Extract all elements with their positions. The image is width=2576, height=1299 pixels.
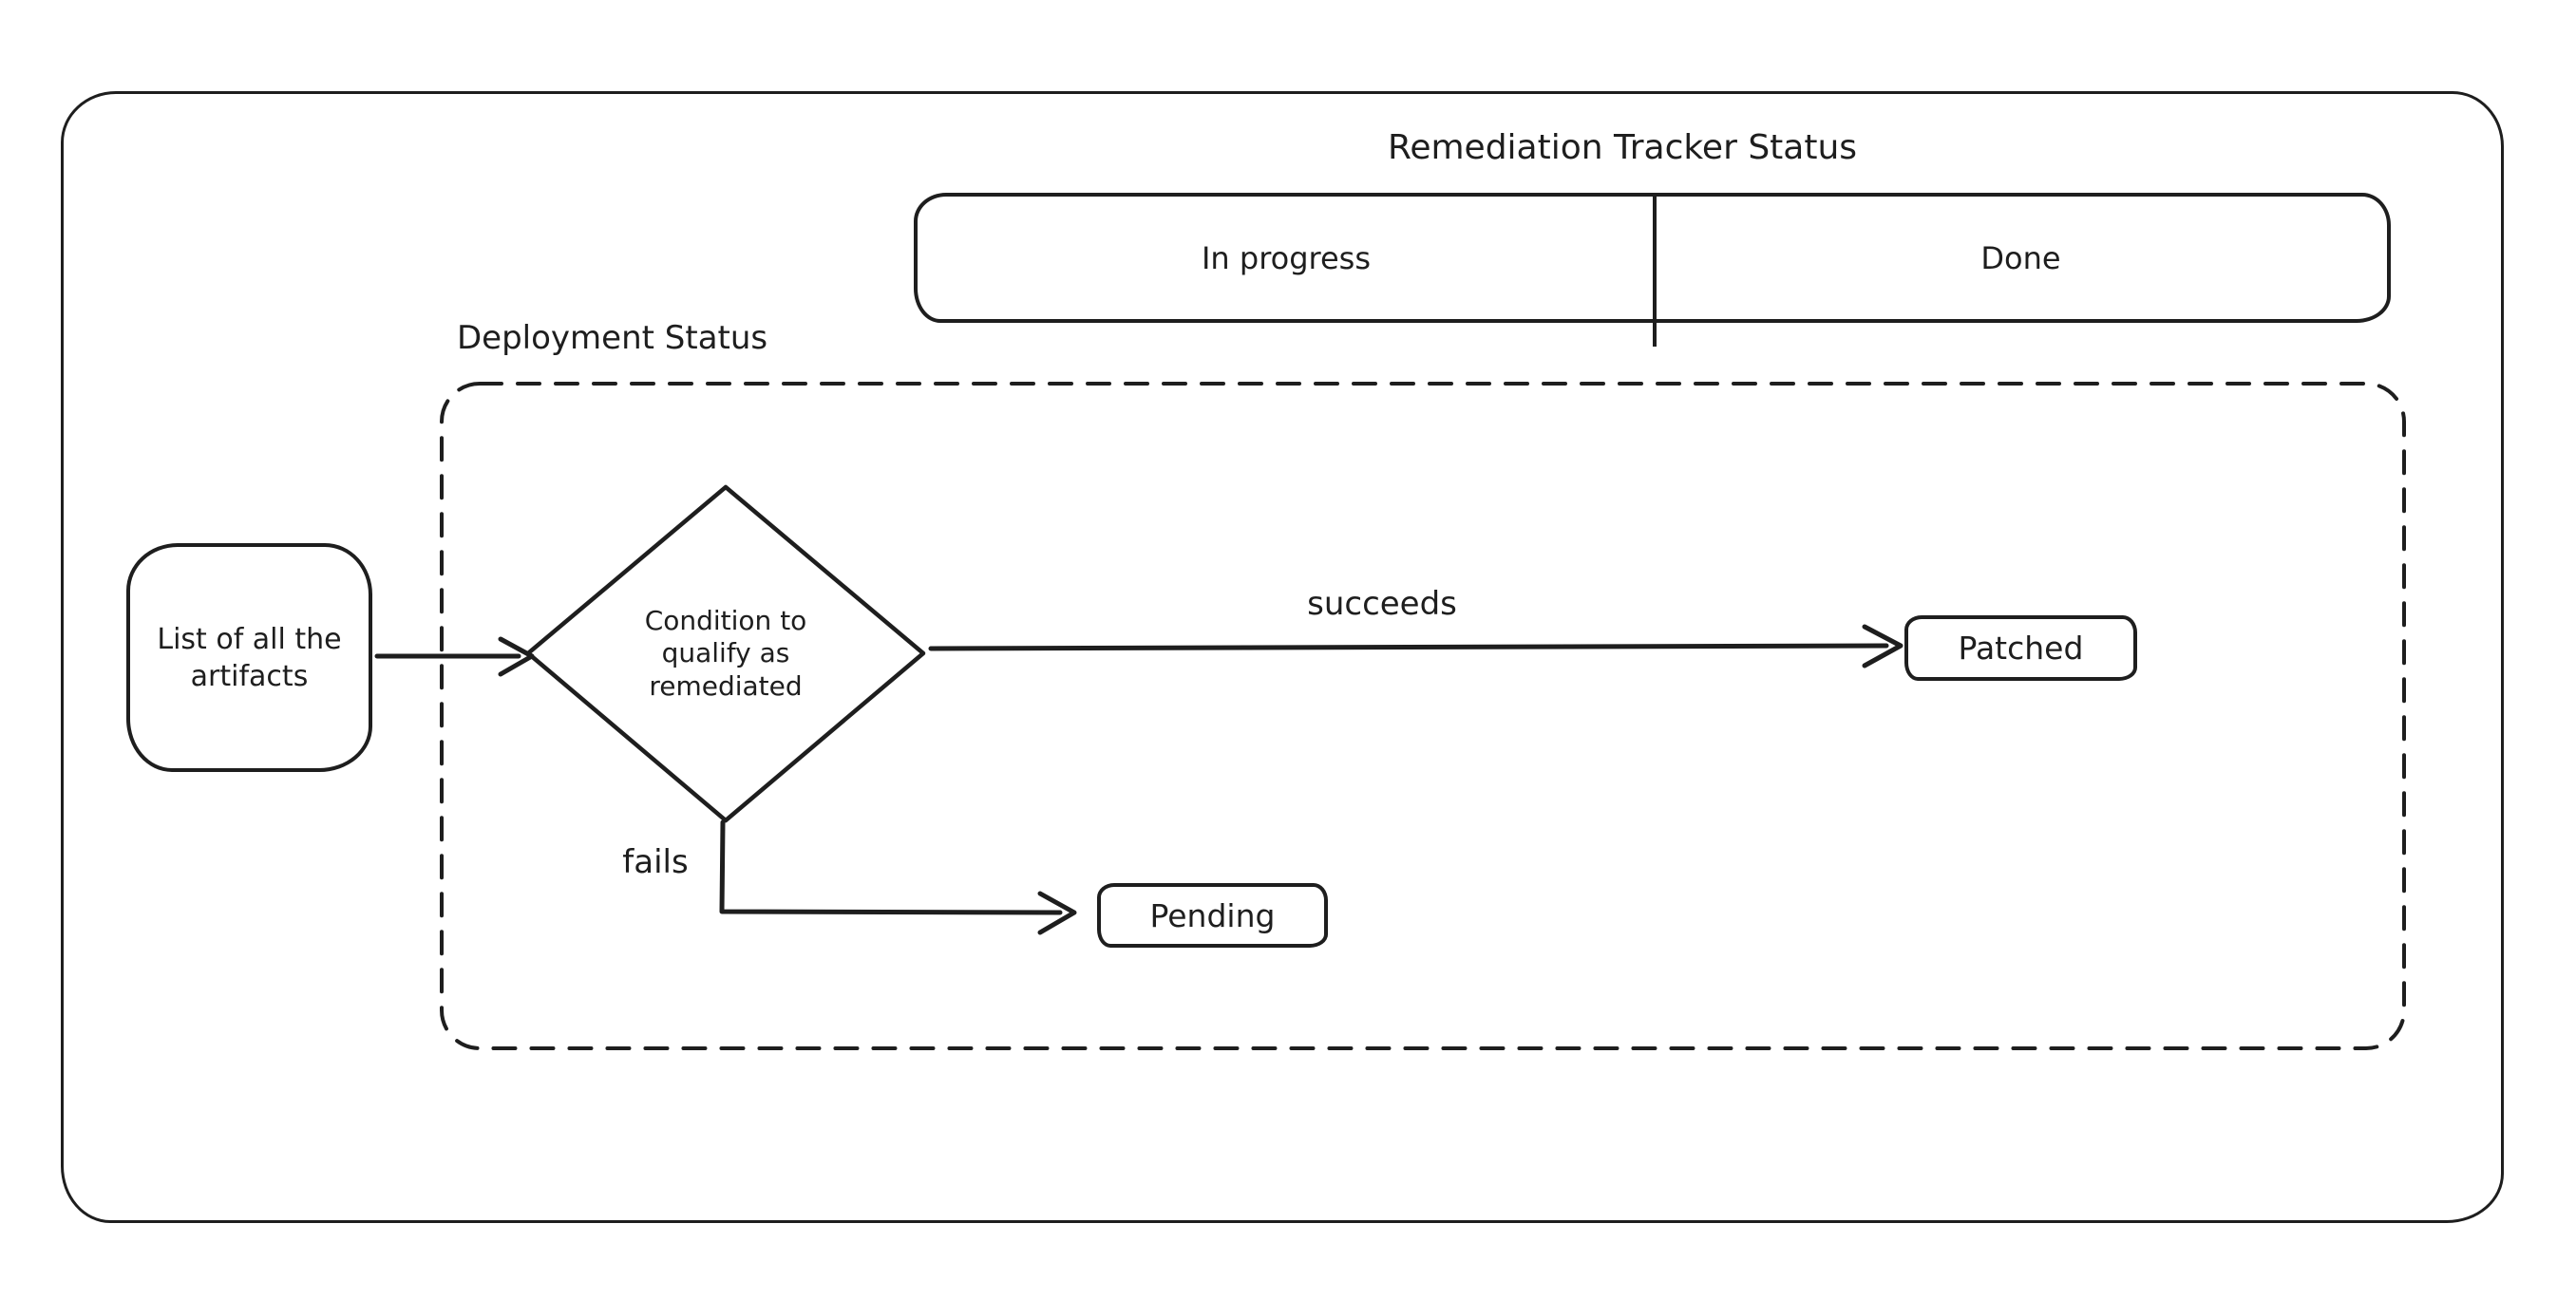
tracker-bar-divider <box>1653 193 1657 347</box>
patched-node-label: Patched <box>1958 630 2084 667</box>
tracker-cell-done-label: Done <box>1980 239 2061 276</box>
deployment-status-label: Deployment Status <box>457 319 768 357</box>
tracker-cell-in-progress: In progress <box>918 197 1655 319</box>
artifacts-node: List of all the artifacts <box>126 543 372 772</box>
outer-frame <box>61 91 2504 1223</box>
patched-node: Patched <box>1904 615 2137 681</box>
pending-node: Pending <box>1097 883 1328 948</box>
deployment-status-group-border <box>440 382 2406 1050</box>
pending-node-label: Pending <box>1149 896 1276 934</box>
tracker-cell-done: Done <box>1655 197 2387 319</box>
artifacts-node-label: List of all the artifacts <box>157 622 342 693</box>
fails-arrow <box>719 819 1077 935</box>
succeeds-edge-label: succeeds <box>1307 585 1457 623</box>
succeeds-arrow <box>928 624 1904 668</box>
remediation-tracker-bar: In progress Done <box>914 193 2391 347</box>
artifacts-to-condition-arrow <box>374 636 535 677</box>
page-title: Remediation Tracker Status <box>1387 128 1858 167</box>
fails-edge-label: fails <box>622 843 689 881</box>
condition-node-label: Condition to qualify as remediated <box>644 605 807 702</box>
condition-diamond-shape <box>525 484 926 823</box>
tracker-cell-in-progress-label: In progress <box>1201 239 1372 276</box>
